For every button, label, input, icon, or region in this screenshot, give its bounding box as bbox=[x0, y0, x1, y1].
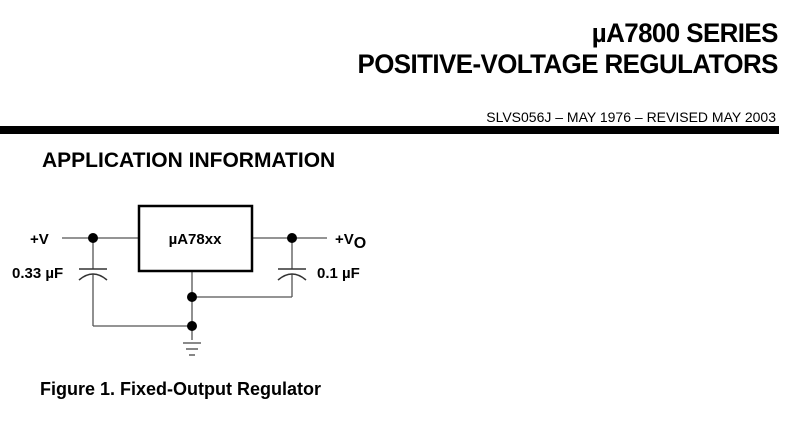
junction-dot bbox=[187, 292, 197, 302]
header-rule bbox=[0, 126, 779, 134]
output-voltage-label: +VO bbox=[335, 231, 366, 252]
capacitor-icon bbox=[78, 268, 108, 281]
junction-dot bbox=[88, 233, 98, 243]
document-title-line2: POSITIVE-VOLTAGE REGULATORS bbox=[357, 49, 779, 79]
document-title-line1: µA7800 SERIES bbox=[591, 18, 779, 48]
junction-dot bbox=[187, 321, 197, 331]
figure-caption: Figure 1. Fixed-Output Regulator bbox=[40, 379, 322, 399]
junction-dot bbox=[287, 233, 297, 243]
regulator-block bbox=[137, 204, 254, 273]
input-capacitor-value: 0.33 µF bbox=[12, 265, 63, 282]
output-capacitor-value: 0.1 µF bbox=[317, 265, 360, 282]
regulator-label: µA78xx bbox=[169, 231, 223, 248]
ground-icon bbox=[183, 342, 201, 356]
input-voltage-label: +V bbox=[30, 231, 49, 248]
capacitor-icon bbox=[277, 268, 307, 281]
revision-info: SLVS056J – MAY 1976 – REVISED MAY 2003 bbox=[486, 109, 776, 125]
section-heading: APPLICATION INFORMATION bbox=[42, 149, 336, 172]
regulator-schematic: µA78xx +V +VO 0.33 µF 0.1 µF bbox=[12, 204, 366, 356]
